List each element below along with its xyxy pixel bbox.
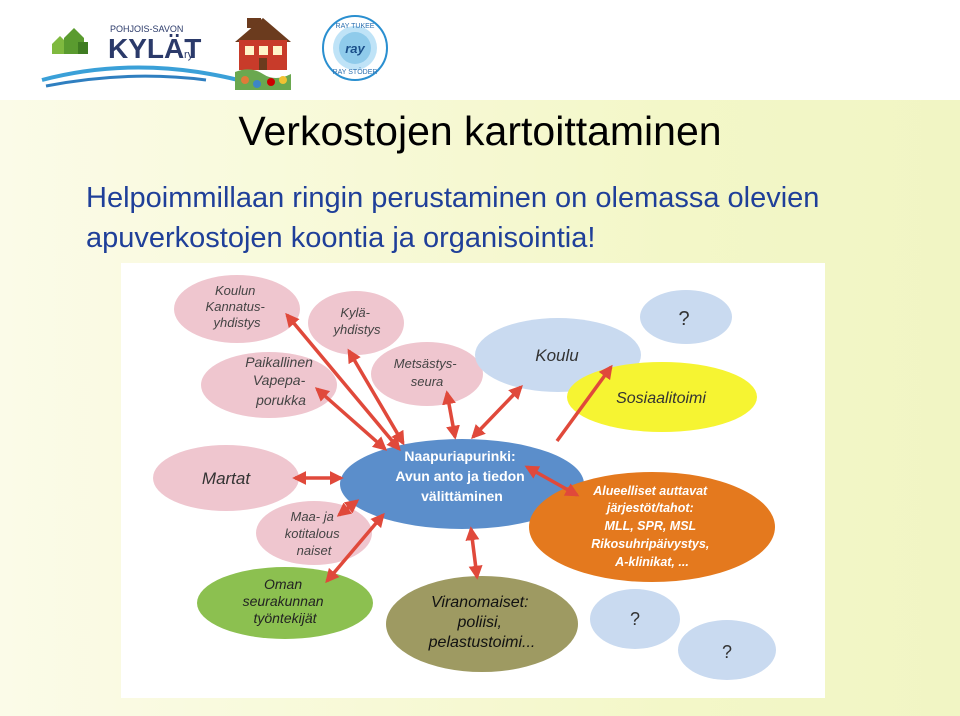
node-sosiaali [567,362,757,432]
kylat-logo: POHJOIS-SAVON KYLÄT ry [41,24,239,88]
arrow-sosiaali [555,364,613,443]
label-viran: Viranomaiset: poliisi, pelastustoimi... [428,594,536,651]
node-martat [153,445,299,511]
village-house-logo [235,18,291,90]
ray-logo: RAY TUKEE ray RAY STÖDER [322,15,388,81]
node-alue [529,472,775,582]
arrow-viran [465,526,483,580]
label-kannatus: Koulun Kannatus- yhdistys [206,283,269,330]
slide-subtitle: Helpoimmillaan ringin perustaminen on ol… [86,178,886,258]
node-q-bottom1 [590,589,680,649]
label-maa: Maa- ja kotitalous naiset [285,509,344,558]
arrow-oman [325,512,385,584]
label-alue: Alueelliset auttavat järjestöt/tahot: ML… [591,484,713,569]
kylat-logo-line1: POHJOIS-SAVON [110,24,183,34]
label-q-bottom2: ? [722,642,732,662]
network-diagram: Koulun Kannatus- yhdistys Kylä- yhdistys… [153,275,776,680]
label-koulu: Koulu [535,346,579,365]
ray-top-text: RAY TUKEE [336,23,375,30]
subtitle-line-2: apuverkostojen koontia ja organisointia! [86,222,596,254]
kylat-logo-swoosh2 [45,74,207,88]
node-center [340,439,584,529]
label-metsastys: Metsästys- seura [394,356,460,389]
ray-bottom-text: RAY STÖDER [333,68,378,76]
label-q-bottom1: ? [630,609,640,629]
node-kannatus [174,275,300,343]
house-icon-3 [78,42,88,54]
ray-center-text: ray [345,41,365,56]
kylat-logo-suffix: ry [184,49,194,61]
slide-title: Verkostojen kartoittaminen [238,108,722,154]
label-q-top: ? [678,308,689,330]
kylat-logo-line2: KYLÄT [108,33,201,64]
arrow-koulu [471,384,523,440]
kylat-logo-swoosh [41,65,239,82]
node-oman [197,567,373,639]
label-sosiaali: Sosiaalitoimi [616,390,706,407]
subtitle-line-1: Helpoimmillaan ringin perustaminen on ol… [86,182,820,214]
arrow-metsastys [442,390,460,440]
label-kyla: Kylä- yhdistys [333,305,381,337]
label-oman: Oman seurakunnan työntekijät [243,576,328,626]
diagram-panel: Koulun Kannatus- yhdistys Kylä- yhdistys… [121,263,825,698]
label-martat: Martat [202,469,251,488]
node-q-top [640,290,732,344]
node-viran [386,576,578,672]
header-band: POHJOIS-SAVON KYLÄT ry RAY TUKEE ray RAY… [0,0,960,100]
arrow-maa [336,499,360,517]
label-vapepa: Paikallinen Vapepa- porukka [245,354,317,408]
node-q-bottom2 [678,620,776,680]
label-center: Naapuriapurinki: Avun anto ja tiedon väl… [395,448,528,504]
arrow-alue [524,465,580,497]
arrow-vapepa [314,387,388,451]
